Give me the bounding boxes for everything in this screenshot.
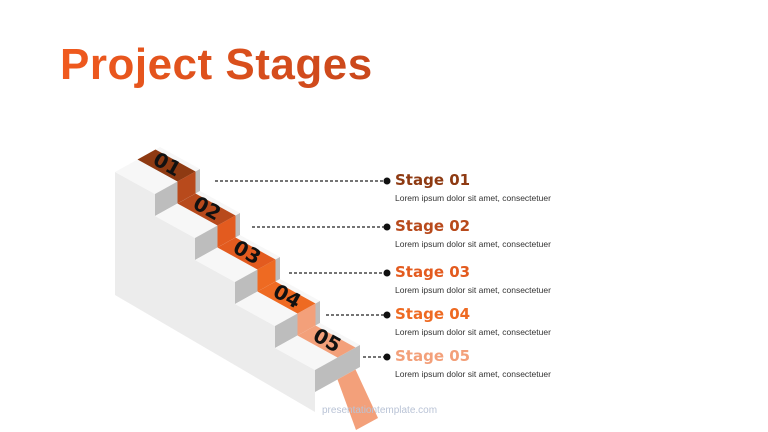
- watermark: presentationtemplate.com: [322, 405, 438, 416]
- stripe-riser-02: [217, 215, 236, 248]
- stage-label: Stage 05: [395, 347, 471, 365]
- stage-label: Stage 02: [395, 217, 471, 235]
- stripe-tread-02: [177, 193, 236, 226]
- stage-item-03: Stage 03 Lorem ipsum dolor sit amet, cons…: [395, 263, 551, 295]
- page-title: Project Stages: [60, 40, 373, 89]
- stage-description: Lorem ipsum dolor sit amet, consectetuer: [395, 239, 551, 249]
- stage-label: Stage 03: [395, 263, 471, 281]
- stripe-floor: [337, 369, 378, 430]
- stripe-tread-04: [257, 281, 316, 314]
- stripe-riser-01: [177, 171, 196, 204]
- stage-item-04: Stage 04 Lorem ipsum dolor sit amet, cons…: [395, 305, 551, 337]
- stage-description: Lorem ipsum dolor sit amet, consectetuer: [395, 193, 551, 203]
- stage-description: Lorem ipsum dolor sit amet, consectetuer: [395, 285, 551, 295]
- connector-dot-03: [383, 269, 391, 277]
- connector-dot-05: [383, 353, 391, 361]
- stage-item-05: Stage 05 Lorem ipsum dolor sit amet, cons…: [395, 347, 551, 379]
- connector-dot-04: [383, 311, 391, 319]
- stage-item-01: Stage 01 Lorem ipsum dolor sit amet, cons…: [395, 171, 551, 203]
- stage-label: Stage 04: [395, 305, 471, 323]
- stripe-riser-03: [257, 259, 276, 292]
- stripe-tread-05: [297, 325, 356, 358]
- stage-description: Lorem ipsum dolor sit amet, consectetuer: [395, 369, 551, 379]
- stage-item-02: Stage 02 Lorem ipsum dolor sit amet, cons…: [395, 217, 551, 249]
- connector-dot-02: [383, 223, 391, 231]
- stripe-riser-04: [297, 303, 316, 336]
- connector-dot-01: [383, 177, 391, 185]
- stripe-tread-03: [217, 237, 276, 270]
- step-riser: [315, 345, 360, 392]
- stage-description: Lorem ipsum dolor sit amet, consectetuer: [395, 327, 551, 337]
- stripe-tread-01: [137, 149, 196, 182]
- stair-side-face: [115, 172, 315, 412]
- stage-label: Stage 01: [395, 171, 471, 189]
